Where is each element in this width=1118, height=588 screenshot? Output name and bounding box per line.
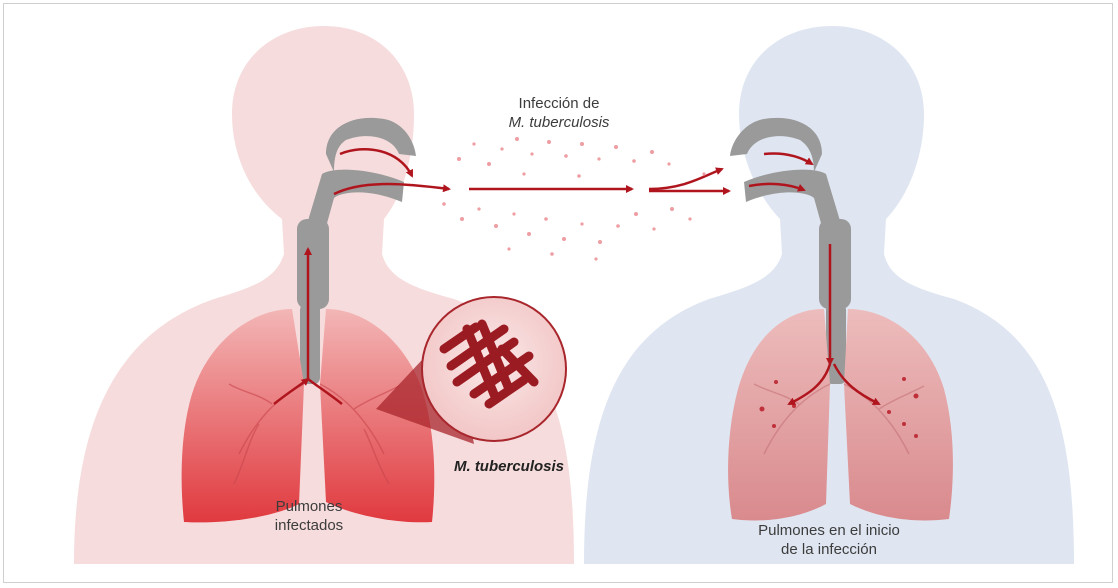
infected-lungs-label: Pulmones infectados bbox=[239, 497, 379, 535]
early-infection-label-line1: Pulmones en el inicio bbox=[734, 521, 924, 540]
bacteria-label: M. tuberculosis bbox=[434, 457, 584, 476]
transmission-label-line2: M. tuberculosis bbox=[479, 113, 639, 132]
infected-lungs-label-line1: Pulmones bbox=[239, 497, 379, 516]
transmission-label: Infección de M. tuberculosis bbox=[479, 94, 639, 132]
droplet-cloud bbox=[442, 137, 705, 261]
tb-transmission-illustration bbox=[4, 4, 1114, 584]
infected-lungs-label-line2: infectados bbox=[239, 516, 379, 535]
early-infection-label: Pulmones en el inicio de la infección bbox=[734, 521, 924, 559]
droplet-icon bbox=[457, 157, 461, 161]
transmission-arrows bbox=[469, 169, 729, 191]
early-infection-label-line2: de la infección bbox=[734, 540, 924, 559]
bacteria-magnified-circle bbox=[422, 297, 566, 441]
transmission-label-line1: Infección de bbox=[479, 94, 639, 113]
figure-frame: Infección de M. tuberculosis Pulmones in… bbox=[3, 3, 1113, 583]
